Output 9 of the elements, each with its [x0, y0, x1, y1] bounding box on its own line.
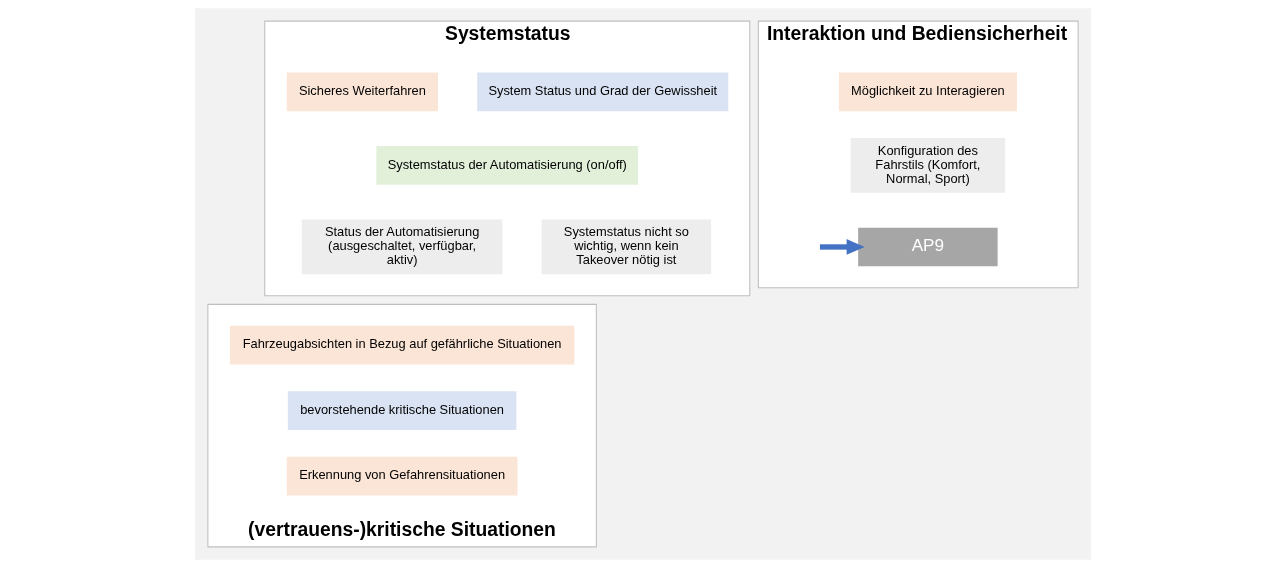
node-box: Erkennung von Gefahrensituationen — [286, 456, 517, 496]
node-box: AP9 — [857, 227, 998, 267]
node-box: Möglichkeit zu Interagieren — [838, 72, 1017, 112]
node-box: System Status und Grad der Gewissheit — [476, 72, 728, 112]
arrow — [819, 239, 865, 255]
node-box: Systemstatus der Automatisierung (on/off) — [375, 146, 638, 185]
node-box: Sicheres Weiterfahren — [286, 72, 438, 112]
node-box: bevorstehende kritische Situationen — [287, 391, 516, 430]
node-box: Fahrzeugabsichten in Bezug auf gefährliche Situationen — [229, 325, 574, 365]
